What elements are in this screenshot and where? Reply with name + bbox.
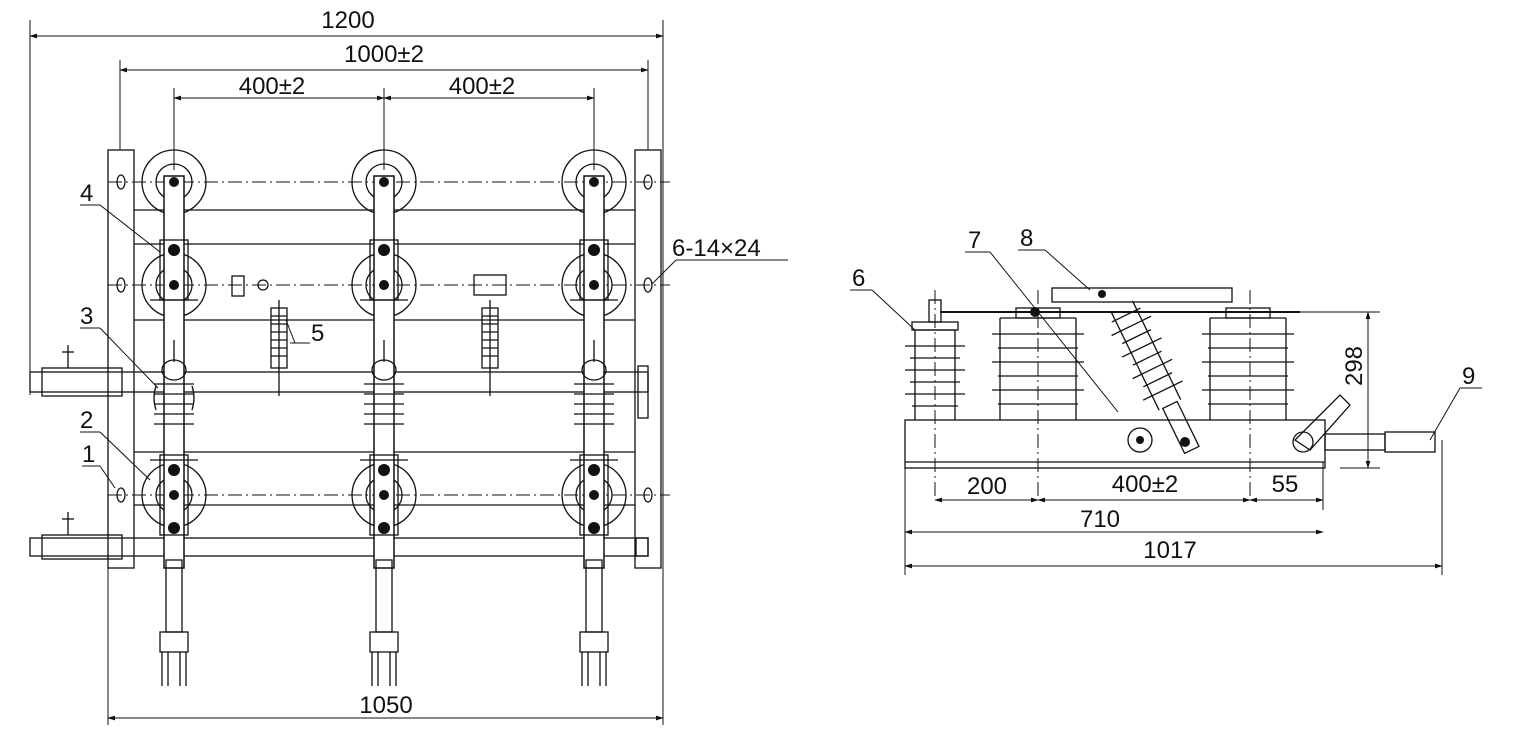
part-label-4: 4 [80, 180, 93, 207]
part-label-2: 2 [80, 407, 93, 434]
dimension-1050: 1050 [107, 568, 664, 725]
pitch-left-label: 400±2 [239, 73, 306, 100]
holes-label: 6-14×24 [672, 235, 761, 262]
part-label-1: 1 [82, 441, 95, 468]
phase-left [141, 149, 207, 686]
part-label-8: 8 [1020, 225, 1033, 252]
phase-right [561, 149, 627, 686]
operating-arm-8 [940, 287, 1300, 317]
part-label-6: 6 [852, 265, 865, 292]
operating-shafts [29, 345, 649, 560]
springs [231, 274, 507, 396]
part-label-7: 7 [968, 227, 981, 254]
dimension-pitch: 400±2 400±2 [173, 73, 595, 170]
dim-55: 55 [1272, 471, 1299, 498]
part-callouts-side: 6 7 8 9 [850, 225, 1482, 441]
rotating-insulator [1110, 300, 1200, 455]
phase-middle [351, 149, 417, 686]
front-view: 1200 1000±2 400±2 400±2 [29, 7, 788, 725]
part-label-3: 3 [80, 303, 93, 330]
side-dimensions: 200 400±2 55 710 1017 298 [904, 311, 1443, 575]
dimension-1000-label: 1000±2 [344, 41, 424, 68]
part-callouts-front: 4 3 2 1 5 [80, 180, 324, 489]
callout-holes: 6-14×24 [651, 235, 788, 285]
dimension-1050-label: 1050 [359, 692, 412, 719]
dim-298: 298 [1341, 346, 1368, 386]
dimension-1200: 1200 [29, 7, 664, 725]
side-view: 200 400±2 55 710 1017 298 6 7 8 9 [850, 225, 1482, 575]
dimension-1000: 1000±2 [119, 41, 649, 150]
dimension-1200-label: 1200 [321, 7, 374, 34]
base-channel [904, 419, 1326, 469]
dim-1017: 1017 [1143, 537, 1196, 564]
dim-200: 200 [967, 473, 1007, 500]
part-label-9: 9 [1462, 363, 1475, 390]
part-label-5: 5 [311, 320, 324, 347]
dim-400: 400±2 [1112, 471, 1179, 498]
dim-710: 710 [1080, 506, 1120, 533]
insulator-right [1202, 307, 1294, 420]
handle-9 [1292, 394, 1436, 453]
pitch-right-label: 400±2 [449, 73, 516, 100]
